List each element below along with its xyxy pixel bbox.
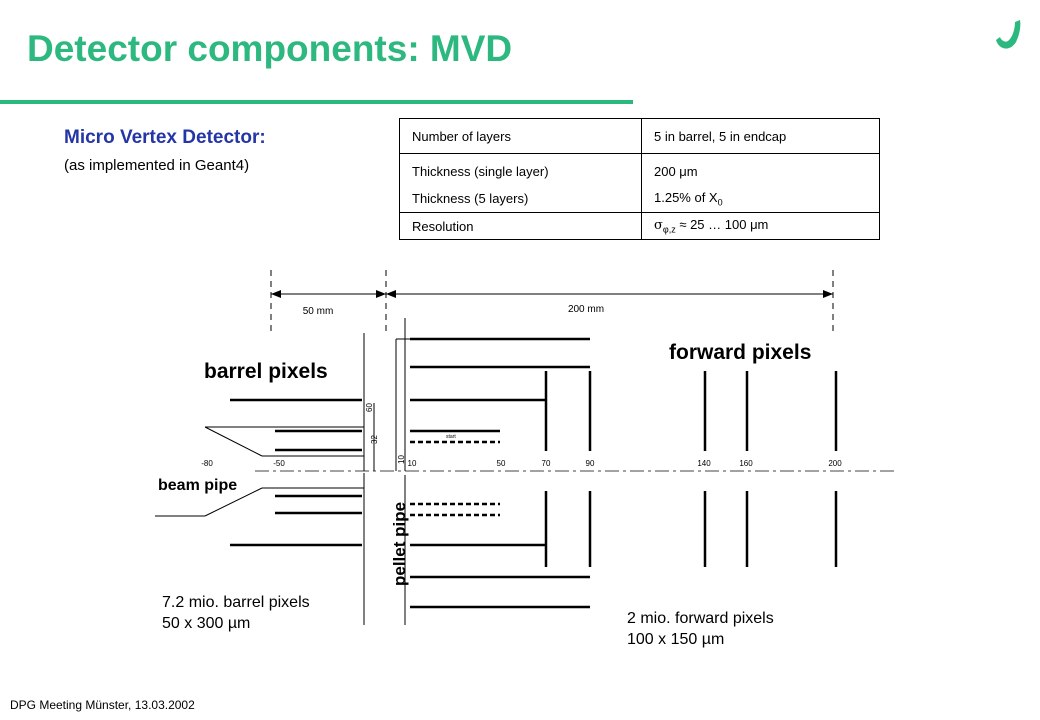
beam-pipe-outline bbox=[155, 426, 364, 517]
dim-label-50: 50 mm bbox=[303, 306, 334, 317]
beam-pipe-label: beam pipe bbox=[158, 477, 237, 494]
tick-label: 10 bbox=[408, 459, 417, 468]
forward-caption-line1: 2 mio. forward pixels bbox=[627, 610, 774, 627]
table-cell-value: 1.25% of X0 bbox=[641, 185, 880, 213]
mvd-layout-diagram: 50 mm 200 mm bbox=[155, 270, 895, 625]
radial-label-60: 60 bbox=[365, 403, 374, 412]
dim-label-200: 200 mm bbox=[568, 304, 604, 315]
title-divider bbox=[0, 100, 633, 104]
forward-disks bbox=[544, 371, 838, 567]
table-row: Thickness (5 layers) 1.25% of X0 bbox=[399, 185, 880, 213]
start-label: start bbox=[446, 434, 456, 440]
forward-caption: 2 mio. forward pixels 100 x 150 µm bbox=[627, 608, 774, 650]
value-text: ≈ 25 … 100 μm bbox=[675, 217, 769, 233]
axis-tick-labels: -80 -50 10 50 70 90 140 160 200 bbox=[201, 459, 842, 468]
table-cell-label: Resolution bbox=[399, 212, 642, 240]
barrel-pixels-label: barrel pixels bbox=[204, 360, 328, 383]
page-title: Detector components: MVD bbox=[27, 28, 513, 69]
table-cell-value: σφ,z ≈ 25 … 100 μm bbox=[642, 213, 880, 240]
tick-label: 90 bbox=[586, 459, 595, 468]
arrowheads bbox=[271, 290, 833, 298]
forward-horizontal-layers bbox=[410, 337, 590, 609]
barrel-layers bbox=[230, 398, 362, 547]
tick-label: 140 bbox=[697, 459, 711, 468]
spec-table: Number of layers 5 in barrel, 5 in endca… bbox=[399, 118, 880, 240]
table-row: Resolution σφ,z ≈ 25 … 100 μm bbox=[399, 212, 880, 240]
barrel-caption: 7.2 mio. barrel pixels 50 x 300 µm bbox=[162, 592, 310, 634]
radial-label-32: 32 bbox=[370, 435, 379, 444]
checkmark-logo-icon bbox=[996, 20, 1021, 49]
forward-pixels-label: forward pixels bbox=[669, 341, 811, 364]
table-cell-label: Thickness (single layer) bbox=[399, 153, 642, 185]
subtitle: Micro Vertex Detector: bbox=[64, 127, 266, 148]
tick-label: 70 bbox=[542, 459, 551, 468]
forward-caption-line2: 100 x 150 µm bbox=[627, 631, 725, 648]
pellet-pipe-label: pellet pipe bbox=[390, 502, 409, 586]
sigma-symbol: σ bbox=[654, 218, 663, 234]
dimension-guides bbox=[270, 270, 834, 334]
table-row: Thickness (single layer) 200 μm bbox=[399, 153, 880, 185]
tick-label: -50 bbox=[273, 459, 285, 468]
value-subscript: 0 bbox=[717, 197, 723, 208]
tick-label: 160 bbox=[739, 459, 753, 468]
barrel-caption-line2: 50 x 300 µm bbox=[162, 615, 251, 632]
table-cell-value: 200 μm bbox=[654, 164, 698, 179]
tick-label: 50 bbox=[497, 459, 506, 468]
value-subscript: φ,z bbox=[662, 224, 676, 235]
table-row: Number of layers 5 in barrel, 5 in endca… bbox=[399, 118, 880, 154]
tick-label: -80 bbox=[201, 459, 213, 468]
tick-label: 200 bbox=[828, 459, 842, 468]
value-text: 1.25% of X bbox=[654, 189, 718, 205]
table-cell-value: 5 in barrel, 5 in endcap bbox=[641, 118, 880, 154]
table-cell-label: Number of layers bbox=[399, 118, 642, 154]
table-cell-label: Thickness (5 layers) bbox=[399, 185, 642, 213]
footer-text: DPG Meeting Münster, 13.03.2002 bbox=[10, 698, 195, 712]
barrel-caption-line1: 7.2 mio. barrel pixels bbox=[162, 594, 310, 611]
subnote: (as implemented in Geant4) bbox=[64, 157, 250, 174]
start-layers bbox=[410, 440, 500, 517]
radial-label-10: 10 bbox=[397, 455, 406, 464]
frame-lines bbox=[363, 318, 410, 625]
